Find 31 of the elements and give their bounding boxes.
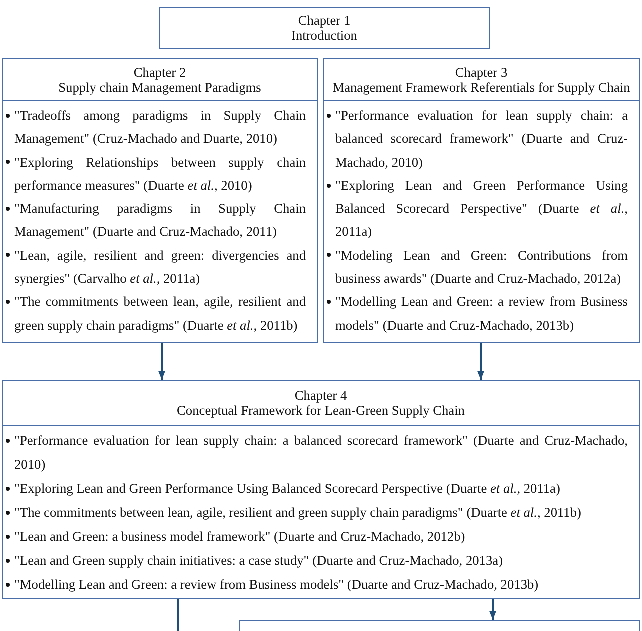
chapter-number: Chapter 2 bbox=[134, 64, 186, 80]
reference-text: "Manufacturing paradigms in Supply Chain Management" (Duarte and Cruz-Machado, 2011) bbox=[14, 200, 306, 242]
reference-text: "Exploring Lean and Green Performance Using Balanced Scorecard Perspective" (Duarte et al., 2011a) bbox=[336, 176, 628, 242]
reference-text: "Tradeoffs among paradigms in Supply Chain Management" (Cruz-Machado and Duarte, 2010) bbox=[14, 107, 306, 148]
reference-text: "Modeling Lean and Green: Contributions from business awards" (Duarte and Cruz-Machado, 2012a) bbox=[336, 246, 628, 288]
reference-text: "Modelling Lean and Green: a review from Business models" (Duarte and Cruz-Machado, 2013b) bbox=[14, 576, 540, 594]
chapter-box bbox=[159, 7, 490, 49]
chapter-box bbox=[323, 58, 640, 343]
chapter-title: Introduction bbox=[292, 28, 358, 43]
reference-text: "Lean and Green: a business model framework" (Duarte and Cruz-Machado, 2012b) bbox=[14, 528, 466, 546]
arrow bbox=[158, 343, 166, 380]
arrow bbox=[489, 599, 497, 620]
reference-text: "The commitments between lean, agile, resilient and green supply chain paradigms" (Duarte et al., 2011b) bbox=[14, 504, 582, 522]
arrow bbox=[477, 343, 485, 380]
reference-text: "The commitments between lean, agile, resilient and green supply chain paradigms" (Duarte et al., 2011b) bbox=[14, 293, 306, 335]
chapter-title: Supply chain Management Paradigms bbox=[58, 80, 262, 94]
chapter-number: Chapter 4 bbox=[294, 388, 348, 403]
reference-text: "Performance evaluation for lean supply chain: a balanced scorecard framework" (Duarte and Cruz-Machado, 2010) bbox=[336, 107, 628, 172]
chapter-box bbox=[2, 380, 640, 599]
chapter-box bbox=[2, 58, 318, 343]
reference-text: "Exploring Relationships between supply chain performance measures" (Duarte et al., 2010) bbox=[14, 154, 306, 195]
reference-text: "Exploring Lean and Green Performance Using Balanced Scorecard Perspective (Duarte et al., 2011a) bbox=[14, 480, 562, 498]
reference-text: "Lean and Green supply chain initiatives: a case study" (Duarte and Cruz-Machado, 2013a) bbox=[14, 552, 504, 570]
chapter-number: Chapter 1 bbox=[298, 12, 351, 28]
chapter-number: Chapter 3 bbox=[455, 64, 508, 80]
reference-text: "Performance evaluation for lean supply chain: a balanced scorecard framework" (Duarte and Cruz-Machado, 2010) bbox=[14, 432, 628, 474]
reference-text: "Lean, agile, resilient and green: divergencies and synergies" (Carvalho et al., 2011a) bbox=[14, 246, 306, 288]
chapter-title: Conceptual Framework for Lean-Green Supply Chain bbox=[177, 403, 465, 418]
reference-text: "Modelling Lean and Green: a review from Business models" (Duarte and Cruz-Machado, 2013b) bbox=[336, 293, 628, 335]
chapter-title: Management Framework Referentials for Supply Chain bbox=[332, 80, 630, 94]
connector-line bbox=[177, 599, 179, 631]
